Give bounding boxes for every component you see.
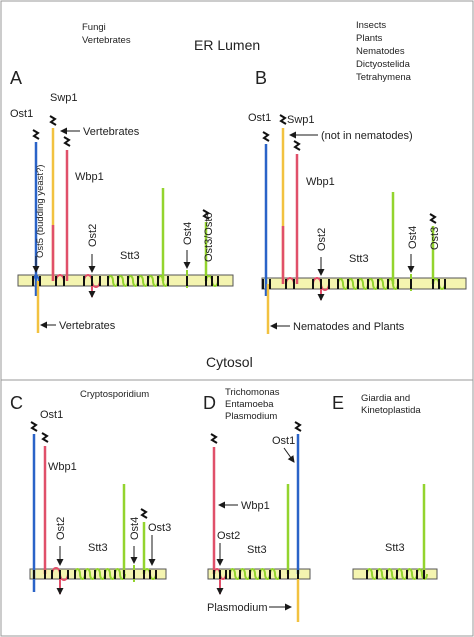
panel-a-wbp1-glycan xyxy=(63,136,71,147)
panel-a-stt3-label: Stt3 xyxy=(120,250,140,262)
right-group-dictyostelida: Dictyostelida xyxy=(356,59,411,70)
panel-c: C Cryptosporidium Ost1 Wbp1 Ost2 Stt3 Os… xyxy=(10,389,171,595)
left-group-fungi: Fungi xyxy=(82,22,106,33)
panel-b-wbp1-glycan xyxy=(293,140,301,151)
panel-c-ost4-label: Ost4 xyxy=(129,517,141,540)
panel-b-tm-markers xyxy=(262,279,446,289)
panel-d-stt3-label: Stt3 xyxy=(247,544,267,556)
panel-e-title-kinetoplastida: Kinetoplastida xyxy=(361,405,421,416)
panel-c-tm-markers xyxy=(33,570,157,579)
panel-a-wbp1-label: Wbp1 xyxy=(75,171,104,183)
panel-d-tm-markers xyxy=(213,570,299,579)
right-group-tetrahymena: Tetrahymena xyxy=(356,72,412,83)
panel-b-swp1-label: Swp1 xyxy=(287,114,315,126)
right-group-plants: Plants xyxy=(356,33,383,44)
panel-b-ost1-label: Ost1 xyxy=(248,112,271,124)
panel-a-ost3-glycan xyxy=(202,209,210,220)
panel-c-stt3-label: Stt3 xyxy=(88,542,108,554)
panel-d-title-plasmodium: Plasmodium xyxy=(225,411,277,422)
panel-c-ost2-label: Ost2 xyxy=(55,517,67,540)
panel-b-letter: B xyxy=(255,68,267,88)
panel-c-letter: C xyxy=(10,393,23,413)
panel-a-ost1-glycan xyxy=(32,129,40,140)
panel-d-ost1-label: Ost1 xyxy=(272,435,295,447)
panel-e-tm-markers xyxy=(366,570,425,579)
panel-e-stt3-label: Stt3 xyxy=(385,542,405,554)
panel-a-ost5-label: Ost5 (budding yeast?) xyxy=(35,165,46,258)
panel-a: A xyxy=(10,68,234,333)
right-group-nematodes: Nematodes xyxy=(356,46,405,57)
panel-d-bottom-note: Plasmodium xyxy=(207,602,268,614)
panel-d-ost1-glycan xyxy=(294,421,302,432)
panel-b-swp1-glycan xyxy=(279,114,287,125)
panel-a-swp1-glycan xyxy=(49,115,57,126)
panel-d-letter: D xyxy=(203,393,216,413)
panel-a-bottom-note: Vertebrates xyxy=(59,320,116,332)
panel-d-title-trichomonas: Trichomonas xyxy=(225,387,280,398)
panel-a-tm-markers xyxy=(32,276,219,286)
panel-e: E Giardia and Kinetoplastida Stt3 xyxy=(332,393,438,580)
panel-d-title-entamoeba: Entamoeba xyxy=(225,399,274,410)
panel-b-swp1-note: (not in nematodes) xyxy=(321,130,413,142)
panel-a-ost2-label: Ost2 xyxy=(87,224,99,247)
panel-a-membrane xyxy=(17,274,234,287)
panel-d-wbp1-glycan xyxy=(210,433,218,444)
panel-c-ost1-label: Ost1 xyxy=(40,409,63,421)
panel-a-letter: A xyxy=(10,68,22,88)
panel-e-title-giardia: Giardia and xyxy=(361,393,410,404)
panel-b-ost2-label: Ost2 xyxy=(316,228,328,251)
cytosol-label: Cytosol xyxy=(206,354,253,370)
panel-a-ost4-label: Ost4 xyxy=(182,222,194,245)
panel-d-ost1-arrow xyxy=(283,447,295,463)
panel-b: B Ost1 Swp1 (not in nematodes) xyxy=(248,68,467,334)
panel-b-stt3-label: Stt3 xyxy=(349,253,369,265)
panel-b-ost1-glycan xyxy=(262,131,270,142)
panel-d: D Trichomonas Entamoeba Plasmodium Ost1 … xyxy=(203,387,311,622)
panel-b-wbp1-label: Wbp1 xyxy=(306,176,335,188)
panel-b-ost4-label: Ost4 xyxy=(407,226,419,249)
panel-c-title: Cryptosporidium xyxy=(80,389,149,400)
panel-a-swp1-note: Vertebrates xyxy=(83,126,140,138)
panel-a-ost1-label: Ost1 xyxy=(10,108,33,120)
panel-b-bottom-note: Nematodes and Plants xyxy=(293,321,405,333)
left-group-vertebrates: Vertebrates xyxy=(82,35,131,46)
panel-a-ost3-label: Ost3/Ost6 xyxy=(203,212,215,262)
panel-c-wbp1-glycan xyxy=(41,432,49,443)
panel-d-wbp1-label: Wbp1 xyxy=(241,500,270,512)
panel-c-ost3-glycan xyxy=(140,508,148,519)
panel-b-ost3-glycan xyxy=(429,213,437,224)
right-group-insects: Insects xyxy=(356,20,386,31)
panel-c-ost3-label: Ost3 xyxy=(148,522,171,534)
panel-c-ost1-glycan xyxy=(30,421,38,432)
panel-e-letter: E xyxy=(332,393,344,413)
panel-b-ost3-label: Ost3 xyxy=(429,227,441,250)
panel-a-swp1-label: Swp1 xyxy=(50,92,78,104)
panel-c-stt3-loops xyxy=(74,568,126,580)
er-lumen-label: ER Lumen xyxy=(194,37,260,53)
panel-d-stt3-loops xyxy=(229,568,281,580)
panel-d-ost2-label: Ost2 xyxy=(217,530,240,542)
panel-c-wbp1-label: Wbp1 xyxy=(48,461,77,473)
